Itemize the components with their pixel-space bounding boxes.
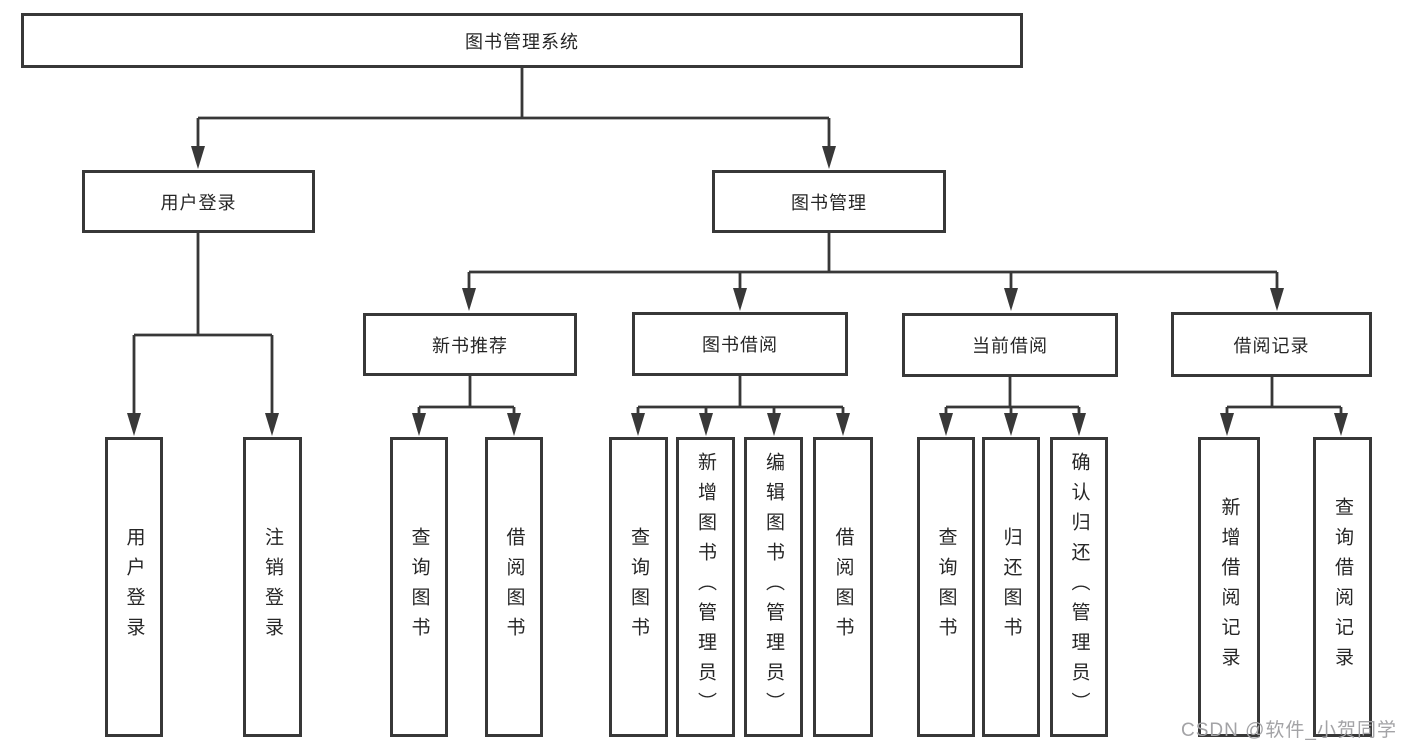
leaf-add-borrow-record-label: 新增借阅记录 (1218, 497, 1240, 677)
leaf-query-books-borrowing-label: 查询图书 (628, 527, 649, 647)
node-user-login: 用户登录 (82, 170, 315, 233)
leaf-borrow-books-recommend: 借阅图书 (485, 437, 543, 737)
node-book-management: 图书管理 (712, 170, 946, 233)
watermark: CSDN @软件_小贺同学 (1181, 720, 1397, 741)
leaf-query-books-current: 查询图书 (917, 437, 975, 737)
node-new-book-recommend-label: 新书推荐 (432, 335, 508, 356)
leaf-return-book: 归还图书 (982, 437, 1040, 737)
leaf-add-book-admin: 新增图书（管理员） (676, 437, 735, 737)
node-root: 图书管理系统 (21, 13, 1023, 68)
leaf-borrow-books-recommend-label: 借阅图书 (503, 527, 525, 647)
leaf-confirm-return-admin-label: 确认归还（管理员） (1068, 452, 1090, 722)
node-book-management-label: 图书管理 (791, 192, 867, 213)
node-borrowing-records: 借阅记录 (1171, 312, 1372, 377)
leaf-query-books-current-label: 查询图书 (935, 527, 957, 647)
node-user-login-label: 用户登录 (160, 192, 237, 213)
leaf-borrow-books-borrowing: 借阅图书 (813, 437, 873, 737)
node-root-label: 图书管理系统 (465, 31, 579, 52)
node-borrowing-records-label: 借阅记录 (1233, 335, 1310, 356)
leaf-add-borrow-record: 新增借阅记录 (1198, 437, 1260, 737)
leaf-query-borrow-record: 查询借阅记录 (1313, 437, 1372, 737)
leaf-add-book-admin-label: 新增图书（管理员） (695, 452, 716, 722)
leaf-query-books-recommend-label: 查询图书 (408, 527, 430, 647)
node-book-borrowing-label: 图书借阅 (702, 335, 778, 355)
leaf-query-books-recommend: 查询图书 (390, 437, 448, 737)
leaf-return-book-label: 归还图书 (1000, 527, 1022, 647)
leaf-user-login-label: 用户登录 (123, 527, 145, 647)
leaf-borrow-books-borrowing-label: 借阅图书 (832, 527, 854, 647)
leaf-query-borrow-record-label: 查询借阅记录 (1332, 497, 1353, 677)
leaf-query-books-borrowing: 查询图书 (609, 437, 668, 737)
node-current-borrowing: 当前借阅 (902, 313, 1118, 377)
leaf-logout: 注销登录 (243, 437, 302, 737)
leaf-edit-book-admin: 编辑图书（管理员） (744, 437, 803, 737)
leaf-logout-label: 注销登录 (262, 527, 283, 647)
leaf-user-login: 用户登录 (105, 437, 163, 737)
node-current-borrowing-label: 当前借阅 (972, 336, 1048, 356)
leaf-confirm-return-admin: 确认归还（管理员） (1050, 437, 1108, 737)
node-book-borrowing: 图书借阅 (632, 312, 848, 376)
node-new-book-recommend: 新书推荐 (363, 313, 577, 376)
leaf-edit-book-admin-label: 编辑图书（管理员） (763, 452, 784, 722)
